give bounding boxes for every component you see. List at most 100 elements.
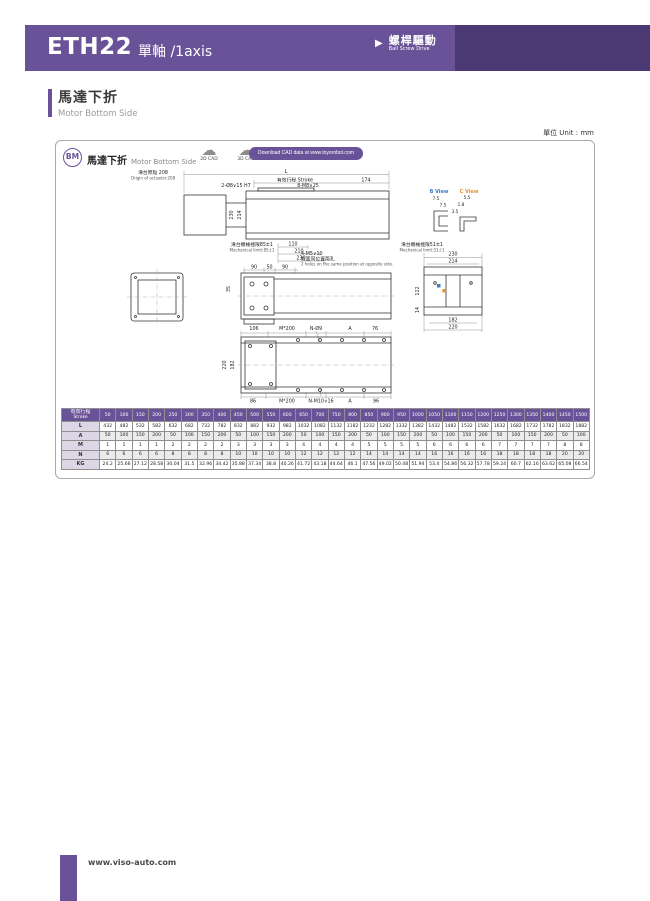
- table-cell: 12: [311, 449, 329, 460]
- unit-label: 單位 Unit : mm: [543, 129, 594, 137]
- table-cell: 63.62: [539, 459, 558, 470]
- download-cad-button[interactable]: Download CAD data at www.toyorobot.com: [249, 147, 363, 160]
- table-cell: 1882: [572, 421, 591, 432]
- table-cell: 100: [507, 430, 525, 441]
- front-view: [240, 272, 392, 325]
- stroke-col-header: 850: [360, 408, 378, 422]
- table-cell: 14: [392, 449, 411, 460]
- table-cell: 27.12: [131, 459, 149, 470]
- table-cell: 1: [147, 440, 166, 451]
- dim-label: 7.5: [433, 196, 440, 201]
- b-view-label: B View: [429, 189, 448, 195]
- table-cell: 1032: [294, 421, 313, 432]
- c-view-profile: [459, 216, 477, 232]
- table-cell: 8: [164, 449, 182, 460]
- table-cell: 16: [474, 449, 492, 460]
- table-cell: 6: [98, 449, 117, 460]
- table-cell: 7: [490, 440, 509, 451]
- dim-label: L: [285, 169, 288, 175]
- table-cell: 6: [458, 440, 476, 451]
- dim-label: 214: [237, 210, 243, 219]
- table-cell: 1: [115, 440, 133, 451]
- table-cell: 41.72: [294, 459, 313, 470]
- dim-label: 96: [373, 399, 379, 405]
- hole-note-cn: 對面同位置兩孔: [301, 256, 335, 263]
- table-cell: 46.1: [343, 459, 362, 470]
- stroke-header-cell: 有效行程 Stroke: [61, 408, 100, 422]
- cloud-icon: ☁: [201, 141, 217, 159]
- table-cell: 200: [213, 430, 231, 441]
- table-cell: 1782: [539, 421, 558, 432]
- dim-label: 182: [230, 360, 236, 369]
- table-cell: 18: [490, 449, 509, 460]
- dim-label: 7.5: [440, 203, 447, 208]
- dim-label: 210: [294, 249, 303, 255]
- front-view-dim-lines: [243, 267, 298, 273]
- drive-type-en: Ball Screw Drive: [388, 46, 430, 53]
- table-cell: 4: [311, 440, 329, 451]
- hole-note-en: 2 holes on the same position at opposite…: [301, 262, 393, 267]
- table-cell: 43.18: [311, 459, 329, 470]
- table-cell: 30.04: [164, 459, 182, 470]
- table-cell: 18: [507, 449, 525, 460]
- stroke-col-header: 450: [229, 408, 247, 422]
- dim-label: 106: [249, 326, 258, 332]
- table-cell: 57.78: [474, 459, 492, 470]
- stroke-col-header: 1100: [441, 408, 460, 422]
- table-cell: 682: [180, 421, 198, 432]
- stroke-col-header: 1000: [409, 408, 427, 422]
- arrow-icon: ▶: [375, 37, 383, 49]
- table-cell: 832: [229, 421, 247, 432]
- table-cell: 20: [572, 449, 591, 460]
- table-cell: 1182: [343, 421, 362, 432]
- table-cell: 16: [458, 449, 476, 460]
- origin-note-en: Origin of actuator:208: [131, 176, 176, 181]
- table-cell: 882: [245, 421, 264, 432]
- table-cell: 100: [572, 430, 591, 441]
- footer-url: www.viso-auto.com: [88, 858, 177, 867]
- stroke-col-header: 1450: [556, 408, 574, 422]
- section-title: 馬達下折: [58, 90, 118, 106]
- row-label: KG: [61, 459, 100, 470]
- stroke-col-header: 350: [196, 408, 215, 422]
- dim-label: 214: [448, 259, 457, 265]
- table-cell: 2: [164, 440, 182, 451]
- dim-label: 230: [229, 210, 235, 219]
- mech-limit-note-en: Mechanical limit:85±1: [230, 248, 275, 253]
- table-cell: 25.66: [115, 459, 133, 470]
- cad-3d-label: 3D CAD: [237, 157, 255, 162]
- table-cell: 4: [294, 440, 313, 451]
- row-label: L: [61, 421, 100, 432]
- table-cell: 1232: [360, 421, 378, 432]
- stroke-col-header: 1350: [523, 408, 541, 422]
- c-view-label: C View: [460, 189, 479, 195]
- dim-label: 76: [372, 326, 378, 332]
- table-cell: 16: [425, 449, 443, 460]
- dim-label: 230: [448, 252, 457, 258]
- table-cell: 50: [425, 430, 443, 441]
- table-cell: 432: [98, 421, 117, 432]
- cad-2d-button[interactable]: ☁ 2D CAD: [194, 141, 224, 163]
- table-cell: 56.32: [458, 459, 476, 470]
- table-cell: 37.34: [245, 459, 264, 470]
- mech-limit-note-en: Mechanical limit:51±1: [400, 248, 445, 253]
- table-cell: 1332: [392, 421, 411, 432]
- stroke-col-header: 1400: [539, 408, 558, 422]
- table-cell: 4: [327, 440, 345, 451]
- table-cell: 5: [376, 440, 394, 451]
- dim-label: 90: [282, 265, 288, 271]
- table-cell: 1082: [311, 421, 329, 432]
- panel-title-cn: 馬達下折: [87, 156, 127, 167]
- table-cell: 40.26: [278, 459, 296, 470]
- table-cell: 34.42: [213, 459, 231, 470]
- table-cell: 1482: [441, 421, 460, 432]
- hole-callout: 2-Ø8∨15 H7: [221, 182, 250, 189]
- table-cell: 6: [474, 440, 492, 451]
- bm-badge: BM: [63, 148, 82, 167]
- dim-label: 220: [222, 360, 228, 369]
- section-accent-bar: [48, 89, 52, 117]
- table-cell: 60.7: [507, 459, 525, 470]
